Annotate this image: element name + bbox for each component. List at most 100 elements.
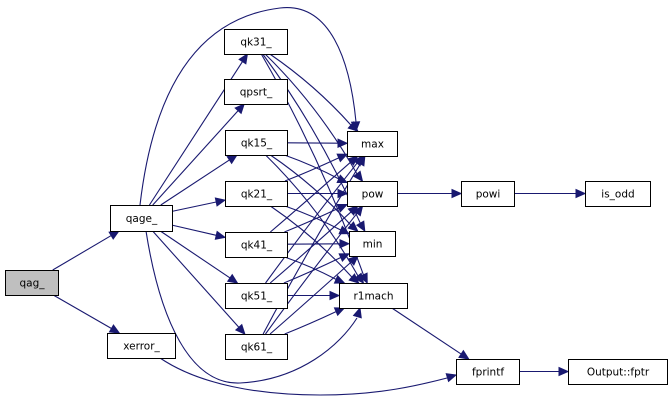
node-box[interactable] — [339, 283, 408, 309]
arrowhead-icon — [558, 366, 570, 377]
arrowhead-icon — [575, 188, 587, 199]
node-box[interactable] — [225, 283, 288, 309]
edge-line — [152, 110, 239, 206]
edge-line — [265, 212, 358, 335]
edge-qage-to-qk31 — [148, 52, 249, 206]
arrowhead-icon — [214, 230, 227, 240]
node-xerror[interactable]: xerror_ — [107, 333, 176, 359]
edge-qk31-to-max — [269, 53, 359, 132]
node-box[interactable] — [225, 181, 288, 207]
edge-line — [52, 294, 112, 329]
arrowhead-icon — [226, 273, 239, 284]
node-box[interactable] — [347, 181, 398, 207]
edge-line — [145, 230, 358, 384]
edge-qk15-to-max — [286, 138, 349, 148]
arrowhead-icon — [238, 52, 249, 65]
arrowhead-icon — [347, 255, 359, 266]
node-box[interactable] — [585, 181, 651, 207]
node-box[interactable] — [225, 232, 288, 258]
edge-line — [262, 163, 361, 335]
node-box[interactable] — [225, 130, 288, 156]
node-label: r1mach — [353, 291, 393, 303]
node-label: qk41_ — [241, 240, 273, 252]
node-max[interactable]: max — [347, 131, 398, 157]
arrowhead-icon — [329, 290, 341, 301]
node-label: Output::fptr — [587, 367, 650, 379]
edge-qag-to-xerror — [52, 294, 121, 334]
arrowhead-icon — [353, 272, 365, 284]
node-box[interactable] — [110, 205, 173, 232]
arrowhead-icon — [458, 349, 470, 360]
node-qpsrt[interactable]: qpsrt_ — [224, 79, 288, 105]
node-label: qk31_ — [240, 37, 272, 49]
node-powi[interactable]: powi — [461, 181, 515, 207]
arrowhead-icon — [214, 197, 227, 207]
edge-line — [159, 230, 231, 279]
node-r1mach[interactable]: r1mach — [339, 283, 408, 309]
arrowhead-icon — [108, 324, 121, 334]
edge-line — [284, 154, 340, 180]
edge-line — [139, 7, 357, 206]
edge-qage-to-qk51 — [159, 230, 239, 284]
node-box[interactable] — [456, 359, 520, 385]
nodes-layer: qag_ qage_ xerror_ qk31_ qpsrt_ qk15_ qk21_ qk4… — [5, 29, 668, 385]
node-label: min — [363, 239, 383, 251]
edge-line — [171, 224, 217, 236]
node-fprintf[interactable]: fprintf — [456, 359, 520, 385]
edge-qk61-to-pow — [265, 205, 364, 335]
node-label: qk21_ — [241, 189, 273, 201]
node-qage[interactable]: qage_ — [110, 205, 173, 232]
node-label: qk61_ — [241, 342, 273, 354]
edge-qage-to-r1mach — [145, 230, 362, 384]
edge-qk51-to-min — [283, 253, 351, 284]
edge-line — [391, 307, 462, 355]
node-box[interactable] — [225, 334, 288, 360]
node-box[interactable] — [224, 79, 288, 105]
node-qk41[interactable]: qk41_ — [225, 232, 288, 258]
edge-qage-to-qk21 — [171, 197, 227, 212]
node-qag[interactable]: qag_ — [5, 270, 59, 296]
edge-line — [171, 201, 217, 212]
edge-fprintf-to-fptr — [519, 366, 570, 377]
node-box[interactable] — [349, 231, 396, 257]
node-is-odd[interactable]: is_odd — [585, 181, 651, 207]
edge-line — [152, 230, 240, 328]
arrowhead-icon — [348, 273, 360, 284]
node-min[interactable]: min — [349, 231, 396, 257]
node-box[interactable] — [107, 333, 176, 359]
arrowhead-icon — [234, 323, 246, 335]
edge-qk61-to-max — [262, 154, 366, 335]
node-qk15[interactable]: qk15_ — [225, 130, 288, 156]
node-label: pow — [362, 189, 384, 201]
node-label: qpsrt_ — [240, 87, 273, 99]
edge-qag-to-qage — [52, 230, 120, 271]
edge-xerror-to-fprintf — [159, 357, 458, 396]
edge-qage-to-qk41 — [171, 224, 227, 240]
node-qk21[interactable]: qk21_ — [225, 181, 288, 207]
arrowhead-icon — [234, 103, 246, 115]
edge-line — [160, 159, 230, 206]
node-box[interactable] — [461, 181, 515, 207]
node-qk31[interactable]: qk31_ — [224, 29, 288, 55]
node-label: xerror_ — [123, 341, 160, 353]
arrowhead-icon — [358, 272, 368, 285]
node-pow[interactable]: pow — [347, 181, 398, 207]
arrowhead-icon — [352, 170, 364, 182]
arrowhead-icon — [336, 203, 349, 213]
arrowhead-icon — [445, 373, 458, 383]
node-label: is_odd — [601, 189, 634, 201]
node-box[interactable] — [347, 131, 398, 157]
node-box[interactable] — [5, 270, 59, 296]
arrowhead-icon — [356, 154, 366, 167]
node-qk61[interactable]: qk61_ — [225, 334, 288, 360]
edge-line — [283, 256, 342, 284]
edge-line — [148, 61, 243, 206]
edge-line — [159, 357, 448, 396]
node-box[interactable] — [224, 29, 288, 55]
node-box[interactable] — [568, 359, 668, 385]
node-label: qag_ — [19, 278, 45, 290]
node-fptr[interactable]: Output::fptr — [568, 359, 668, 385]
node-qk51[interactable]: qk51_ — [225, 283, 288, 309]
arrowhead-icon — [352, 205, 364, 217]
